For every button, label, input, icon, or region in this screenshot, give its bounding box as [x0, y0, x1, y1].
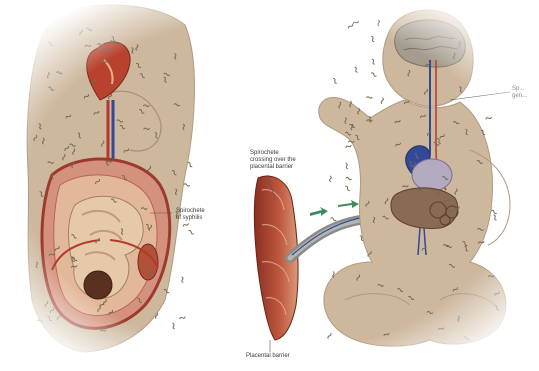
label-spirochete-syphilis: Spirochete of syphilis [176, 208, 226, 222]
label-placental-barrier: Placental barrier [246, 353, 326, 360]
label-partial-right: Sp... gen... [512, 86, 538, 100]
label-spirochete-crossing: Spirochete crossing over the placental b… [250, 150, 320, 171]
